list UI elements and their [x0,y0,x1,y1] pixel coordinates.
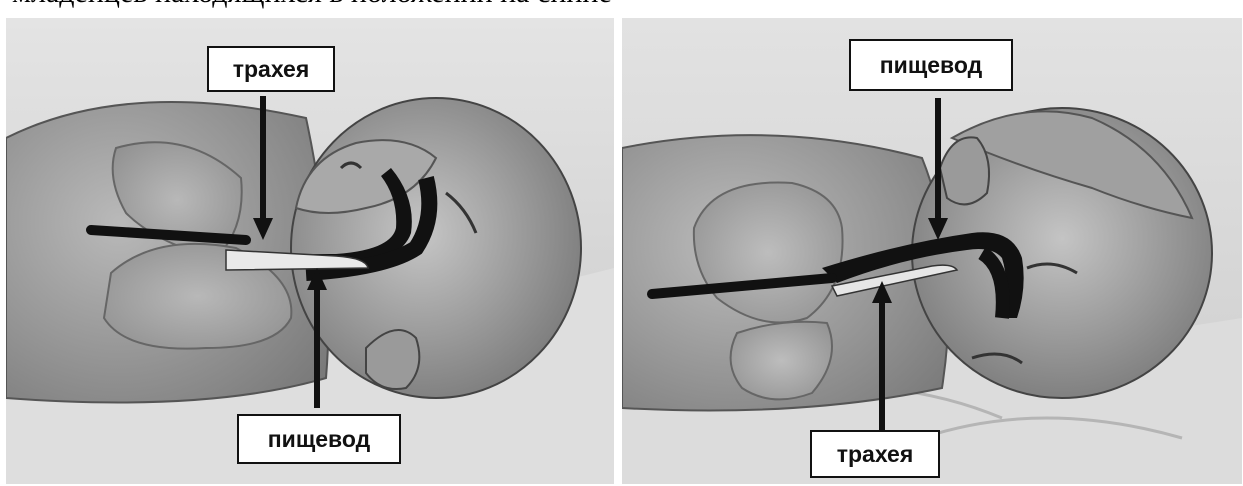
label-trachea-bottom: трахея [810,430,940,478]
illustration-prone: пищевод трахея [622,18,1242,484]
label-esophagus-bottom: пищевод [237,414,401,464]
illustration-supine: трахея пищевод [6,18,614,484]
label-trachea-top: трахея [207,46,335,92]
label-esophagus-top: пищевод [849,39,1013,91]
page-caption: младенцев находящихся в положении на спи… [12,0,612,8]
